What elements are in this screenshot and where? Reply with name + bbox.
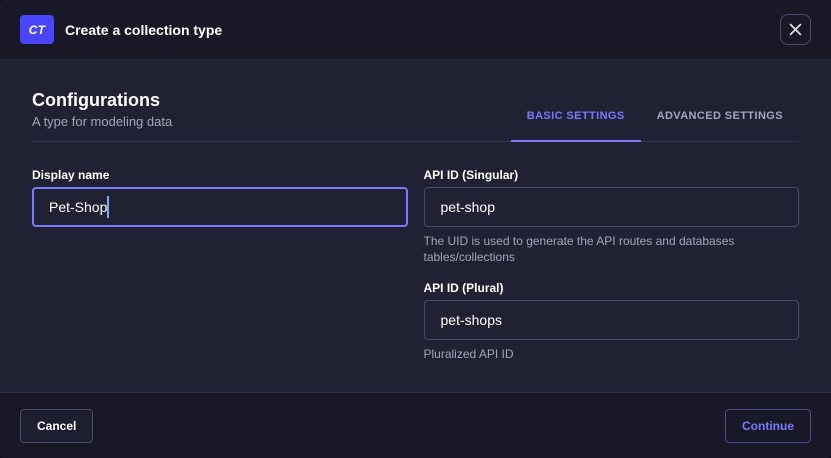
- page-subtitle: A type for modeling data: [32, 114, 173, 129]
- api-id-singular-label: API ID (Singular): [423, 168, 519, 182]
- tab-list: BASIC SETTINGS ADVANCED SETTINGS: [510, 100, 799, 142]
- close-icon: [789, 23, 802, 36]
- api-id-plural-hint: Pluralized API ID: [423, 347, 514, 361]
- tab-basic-settings[interactable]: BASIC SETTINGS: [510, 100, 641, 142]
- api-id-singular-field: API ID (Singular) The UID is used to gen…: [423, 168, 799, 265]
- form-column-right: API ID (Singular) The UID is used to gen…: [423, 168, 799, 378]
- modal-title: Create a collection type: [65, 21, 223, 38]
- page-title: Configurations: [32, 90, 160, 110]
- intro-text: Configurations A type for modeling data: [32, 88, 172, 141]
- continue-button[interactable]: Continue: [725, 408, 811, 443]
- modal-footer: Cancel Continue: [0, 392, 831, 458]
- modal-header: CT Create a collection type: [0, 0, 831, 60]
- api-id-singular-hint: The UID is used to generate the API rout…: [423, 234, 735, 264]
- intro-row: Configurations A type for modeling data …: [32, 60, 799, 142]
- api-id-plural-field: API ID (Plural) Pluralized API ID: [423, 281, 799, 362]
- display-name-input[interactable]: [32, 187, 408, 227]
- tab-advanced-settings[interactable]: ADVANCED SETTINGS: [641, 100, 799, 141]
- api-id-plural-input[interactable]: [423, 300, 799, 340]
- display-name-label: Display name: [32, 168, 110, 182]
- cancel-button[interactable]: Cancel: [20, 408, 94, 443]
- content-type-badge-icon: CT: [20, 15, 54, 44]
- form-grid: Display name API ID (Singular) The UID i…: [32, 168, 799, 378]
- display-name-input-wrap: [32, 187, 408, 227]
- api-id-singular-input[interactable]: [423, 187, 799, 227]
- api-id-plural-label: API ID (Plural): [423, 281, 504, 295]
- modal-body: Configurations A type for modeling data …: [0, 60, 831, 392]
- form-column-left: Display name: [32, 168, 408, 378]
- close-button[interactable]: [780, 14, 811, 45]
- display-name-field: Display name: [32, 168, 408, 227]
